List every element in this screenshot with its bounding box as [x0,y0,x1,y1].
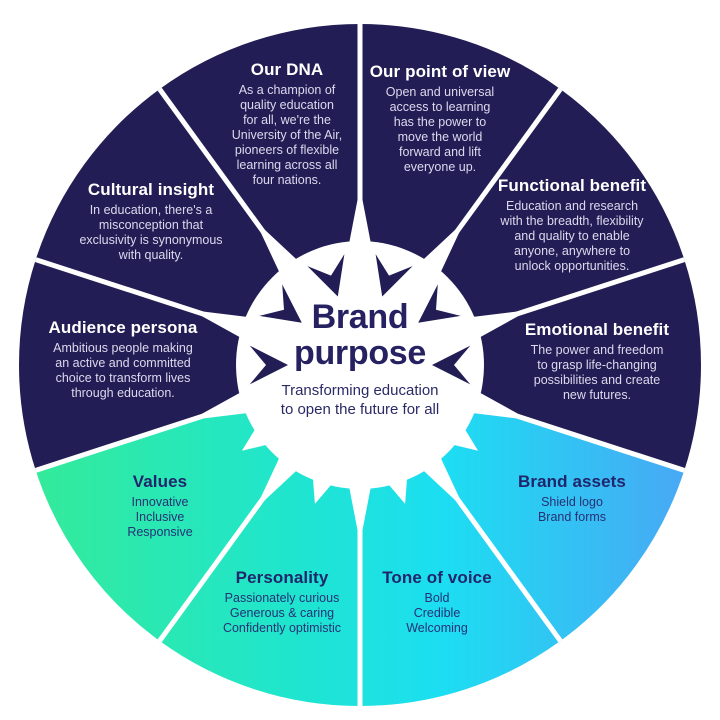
center-subtitle: Transforming education to open the futur… [280,382,440,419]
inward-arrow-icon [249,345,288,385]
inward-arrow-icon [259,284,302,323]
outward-arrow-icon [432,410,479,451]
inward-arrow-icon [432,345,471,385]
sector-audience-persona [19,259,360,471]
center-ray [418,221,465,279]
center-ray [347,187,373,250]
center-title: Brand purpose [293,298,427,372]
outward-arrow-icon [241,410,288,451]
inward-arrow-icon [375,254,413,297]
outward-arrow-icon [311,456,346,504]
inward-arrow-icon [307,254,345,297]
center-ray [466,389,530,420]
center-ray [255,221,302,279]
inward-arrow-icon [418,284,461,323]
center-ray [418,451,465,509]
center-ray [255,451,302,509]
center-ray [347,480,373,543]
center-ray [190,389,254,420]
center-hub: Brand purpose Transforming education to … [230,298,490,420]
sector-emotional-benefit [360,259,701,471]
center-disc [236,241,484,489]
center-ray [466,310,530,341]
center-ray [190,310,254,341]
outward-arrow-icon [374,456,409,504]
